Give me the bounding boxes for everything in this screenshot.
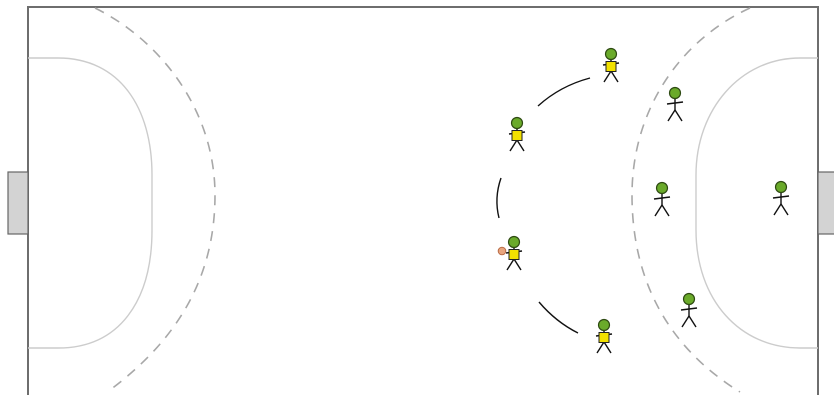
attacker-player (602, 47, 620, 83)
left-goal-area-line (28, 57, 153, 349)
player-arms (680, 307, 698, 311)
defender-player (653, 181, 671, 217)
court-floor (28, 7, 818, 395)
left-goal (7, 171, 29, 235)
player-head (655, 181, 669, 195)
player-right-leg (661, 204, 670, 217)
player-left-leg (667, 109, 676, 122)
player-arms (666, 101, 684, 105)
player-left-leg (596, 341, 605, 354)
right-goal-area-line (695, 57, 818, 349)
player-right-leg (780, 203, 789, 216)
attacker-player (595, 318, 613, 354)
player-right-leg (674, 109, 683, 122)
player-head (510, 116, 524, 130)
player-head (682, 292, 696, 306)
right-goal (817, 171, 834, 235)
player-arms (772, 195, 790, 199)
player-head (774, 180, 788, 194)
attacker-bib (605, 61, 617, 72)
attacker-bib (511, 130, 523, 141)
attacker-player (508, 116, 526, 152)
player-head (597, 318, 611, 332)
defender-player (772, 180, 790, 216)
player-right-leg (603, 341, 612, 354)
player-left-leg (603, 70, 612, 83)
player-right-leg (513, 258, 522, 271)
player-left-leg (506, 258, 515, 271)
player-left-leg (773, 203, 782, 216)
player-right-leg (610, 70, 619, 83)
move-arc-left (496, 177, 502, 219)
player-head (604, 47, 618, 61)
player-head (668, 86, 682, 100)
move-arc-bottom (538, 301, 579, 334)
player-left-leg (654, 204, 663, 217)
attacker-bib (598, 332, 610, 343)
movement-paths (496, 77, 591, 334)
right-free-throw-line (631, 7, 751, 393)
defender-player (680, 292, 698, 328)
move-arc-top (537, 77, 591, 107)
attacker-bib (508, 249, 520, 260)
defender-player (666, 86, 684, 122)
player-arms (653, 196, 671, 200)
player-left-leg (681, 315, 690, 328)
handball-ball (497, 246, 507, 256)
player-right-leg (688, 315, 697, 328)
player-head (507, 235, 521, 249)
player-left-leg (509, 139, 518, 152)
attacker-player (505, 235, 523, 271)
player-right-leg (516, 139, 525, 152)
